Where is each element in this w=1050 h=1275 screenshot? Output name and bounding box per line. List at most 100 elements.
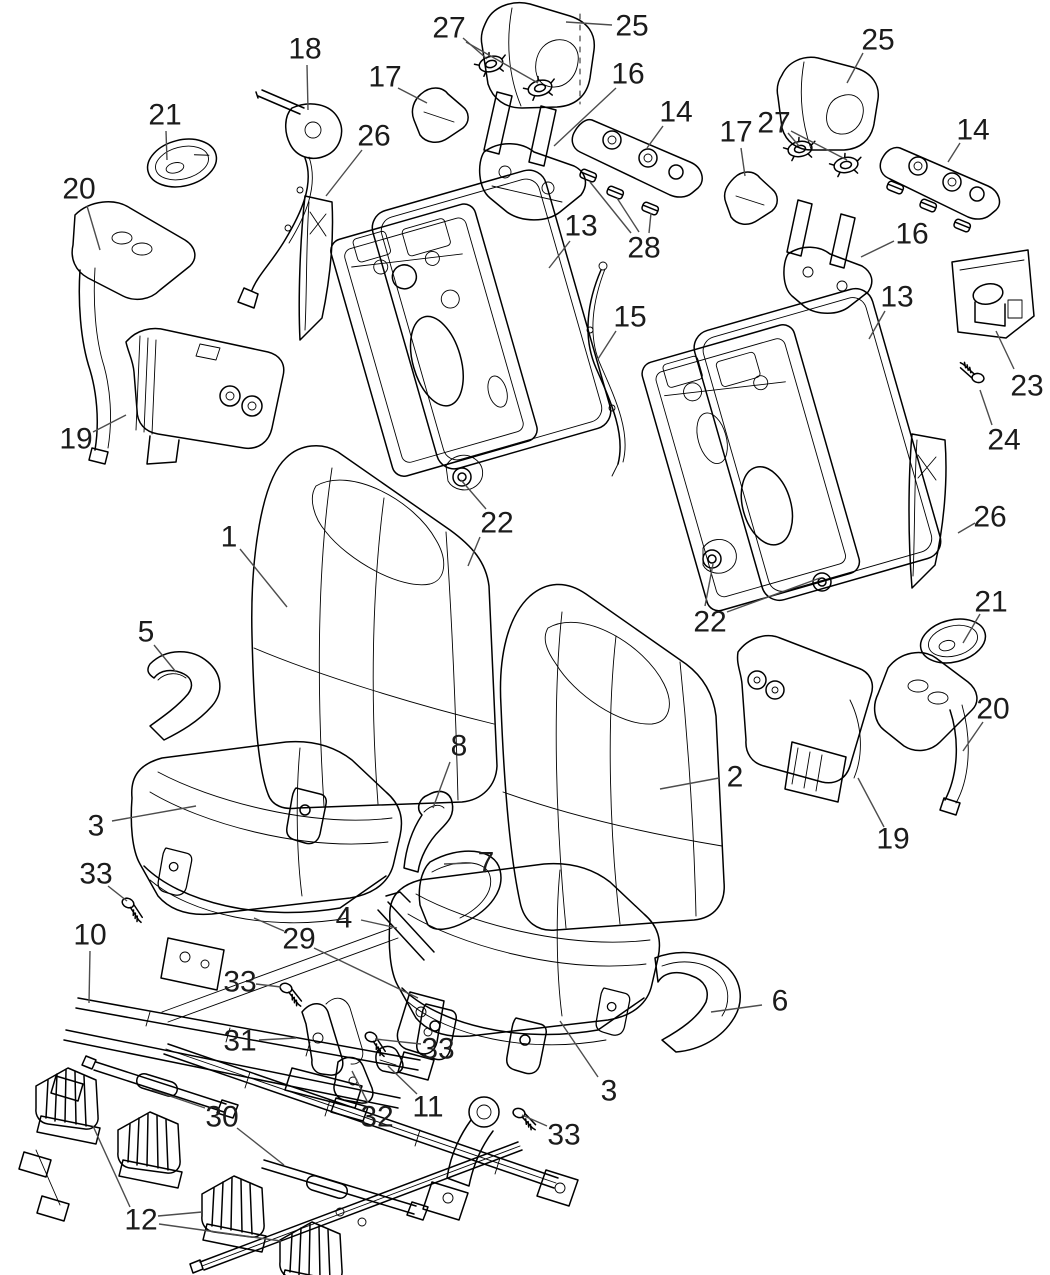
callout-label-25-b: 25 bbox=[861, 24, 894, 57]
leader-line-19-b bbox=[857, 777, 885, 828]
leader-line-2 bbox=[659, 777, 720, 790]
pivot-bracket-drawing bbox=[403, 790, 454, 873]
callout-label-25-a: 25 bbox=[615, 10, 648, 43]
leader-line-22-b bbox=[704, 563, 714, 607]
screw-24-drawing bbox=[956, 360, 987, 385]
callout-label-1: 1 bbox=[221, 521, 238, 554]
leader-line-30 bbox=[236, 1127, 285, 1166]
seat-back-right-drawing bbox=[499, 583, 725, 931]
callout-label-7: 7 bbox=[478, 847, 495, 880]
leader-line-15 bbox=[597, 330, 617, 360]
leader-line-28 bbox=[589, 181, 632, 234]
callout-label-11: 11 bbox=[412, 1091, 443, 1124]
leader-line-12 bbox=[158, 1223, 282, 1242]
callout-label-19-b: 19 bbox=[876, 823, 909, 856]
tether-strap-left-drawing bbox=[298, 195, 334, 341]
leader-line-25-b bbox=[846, 52, 864, 84]
leader-line-4 bbox=[360, 919, 398, 929]
callout-label-14-b: 14 bbox=[956, 114, 989, 147]
side-cover-right-drawing bbox=[736, 634, 874, 803]
callout-label-31: 31 bbox=[223, 1025, 256, 1058]
callout-label-26-b: 26 bbox=[973, 501, 1006, 534]
armrest-support-drawing bbox=[147, 651, 221, 741]
callout-label-12: 12 bbox=[124, 1204, 157, 1237]
leader-line-28 bbox=[616, 197, 640, 233]
callout-label-22-b: 22 bbox=[693, 606, 726, 639]
callout-label-21-a: 21 bbox=[148, 99, 181, 132]
release-cable-drawing bbox=[586, 261, 626, 477]
callout-label-18: 18 bbox=[288, 33, 321, 66]
headrest-right-drawing bbox=[776, 56, 880, 151]
seatback-frame-left-drawing bbox=[330, 169, 612, 477]
leader-line-18 bbox=[306, 64, 309, 111]
leader-line-3-b bbox=[559, 1020, 599, 1078]
leader-line-33-d bbox=[521, 1114, 548, 1127]
latch-base-drawing bbox=[330, 1056, 374, 1122]
callout-label-26-a: 26 bbox=[357, 120, 390, 153]
leader-line-22-a bbox=[460, 479, 487, 510]
leader-line-3-a bbox=[111, 805, 197, 822]
callout-label-30: 30 bbox=[205, 1101, 238, 1134]
callout-label-20-a: 20 bbox=[62, 173, 95, 206]
callout-label-24: 24 bbox=[987, 424, 1020, 457]
leader-line-12 bbox=[157, 1211, 203, 1217]
callout-label-5: 5 bbox=[138, 616, 155, 649]
seat-back-left-drawing bbox=[251, 445, 498, 810]
leader-line-22-a bbox=[467, 536, 481, 567]
leader-line-10 bbox=[88, 950, 91, 1004]
seat-cushion-left-drawing bbox=[130, 740, 403, 924]
leader-line-14-a bbox=[646, 125, 664, 149]
leader-line-17-a bbox=[397, 87, 428, 104]
leader-line-29 bbox=[253, 917, 285, 932]
callout-label-29: 29 bbox=[282, 923, 315, 956]
leader-line-27-a bbox=[465, 41, 539, 84]
leader-line-23 bbox=[995, 330, 1015, 370]
leader-line-33-b bbox=[255, 983, 282, 988]
leader-line-16-b bbox=[860, 240, 895, 258]
callout-label-16-b: 16 bbox=[895, 218, 928, 251]
callout-label-3-b: 3 bbox=[601, 1075, 618, 1108]
shield-drawing bbox=[654, 951, 741, 1053]
callout-label-3-a: 3 bbox=[88, 810, 105, 843]
leader-line-30 bbox=[151, 1089, 206, 1109]
leader-line-21-a bbox=[165, 130, 168, 161]
bezel-right-drawing bbox=[919, 618, 987, 664]
floor-rail-upper-drawing bbox=[163, 1043, 579, 1207]
tether-strap-right-drawing bbox=[908, 433, 947, 589]
callout-label-33-d: 33 bbox=[547, 1119, 580, 1152]
armrest-cover-right-drawing bbox=[873, 651, 978, 816]
leader-line-28 bbox=[648, 212, 652, 234]
callout-label-4: 4 bbox=[336, 902, 353, 935]
leader-line-19-a bbox=[92, 414, 127, 433]
leader-line-26-b bbox=[957, 522, 976, 534]
leader-line-24 bbox=[979, 389, 993, 426]
seatback-frame-right-drawing bbox=[641, 287, 942, 612]
leader-line-20-a bbox=[86, 205, 101, 251]
hinge-bracket-left-drawing bbox=[571, 118, 703, 198]
leader-line-16-a bbox=[553, 87, 617, 147]
callout-label-13-a: 13 bbox=[564, 210, 597, 243]
leader-line-11 bbox=[387, 1065, 418, 1095]
leader-line-8 bbox=[432, 761, 451, 809]
callout-label-14-a: 14 bbox=[659, 96, 692, 129]
bracket-cover-left-drawing bbox=[411, 87, 469, 143]
striker-wedge-drawing bbox=[375, 1045, 404, 1074]
leader-line-33-c bbox=[374, 1038, 422, 1045]
callout-label-2: 2 bbox=[727, 761, 744, 794]
callout-label-28: 28 bbox=[627, 232, 660, 265]
callout-label-20-b: 20 bbox=[976, 693, 1009, 726]
leader-line-21-b bbox=[962, 613, 981, 644]
callout-label-15: 15 bbox=[613, 301, 646, 334]
leader-line-31 bbox=[258, 1037, 297, 1041]
callout-label-6: 6 bbox=[772, 985, 789, 1018]
release-handle-drawing bbox=[237, 89, 343, 309]
callout-label-21-b: 21 bbox=[974, 586, 1007, 619]
leader-line-27-b bbox=[790, 130, 848, 161]
leader-line-13-b bbox=[868, 310, 886, 340]
callout-label-17-b: 17 bbox=[719, 116, 752, 149]
callout-label-32: 32 bbox=[360, 1101, 393, 1134]
leader-line-20-b bbox=[962, 721, 984, 752]
leader-line-26-a bbox=[325, 149, 363, 197]
floor-bracket-drawings bbox=[35, 1067, 345, 1275]
callout-label-27-b: 27 bbox=[757, 107, 790, 140]
